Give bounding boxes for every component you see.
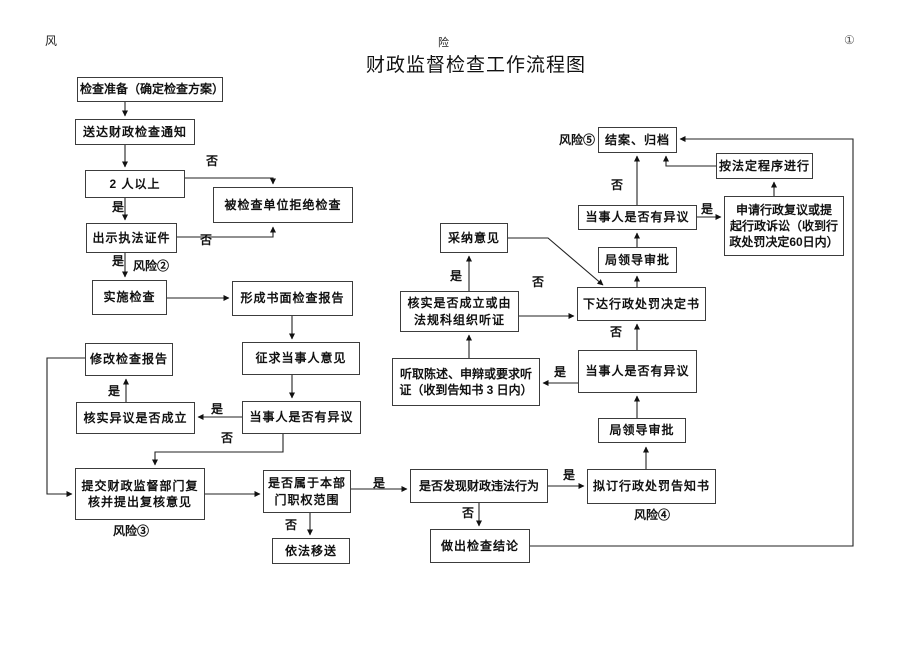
node-appeal: 申请行政复议或提 起行政诉讼（收到行 政处罚决定60日内）	[724, 196, 844, 256]
node-penalty-decision: 下达行政处罚决定书	[577, 287, 706, 321]
node-leader-approval-upper: 局领导审批	[598, 247, 677, 273]
header-text-left: 风	[45, 34, 58, 48]
node-show-credentials: 出示执法证件	[86, 223, 177, 253]
risk-label-5: 风险⑤	[559, 133, 596, 147]
edge-label-yes: 是	[211, 402, 224, 416]
edge-label-no: 否	[285, 518, 298, 532]
edge-label-no: 否	[462, 506, 475, 520]
edge-label-no: 否	[221, 431, 234, 445]
page-title: 财政监督检查工作流程图	[365, 55, 586, 76]
edge-label-yes: 是	[112, 200, 125, 214]
edge-label-no: 否	[611, 178, 624, 192]
edge-label-yes: 是	[108, 384, 121, 398]
edge-label-no: 否	[206, 154, 219, 168]
node-two-people: 2 人以上	[85, 170, 185, 198]
node-found-violation: 是否发现财政违法行为	[410, 469, 548, 503]
node-modify-report: 修改检查报告	[85, 343, 173, 376]
edge-label-no: 否	[610, 325, 623, 339]
edge-label-yes: 是	[112, 254, 125, 268]
risk-label-3: 风险③	[113, 524, 150, 538]
node-legal-procedure: 按法定程序进行	[716, 153, 813, 179]
node-objection-lower: 当事人是否有异议	[578, 350, 697, 393]
edge-label-no: 否	[200, 233, 213, 247]
edge-label-yes: 是	[554, 365, 567, 379]
node-draft-penalty-notice: 拟订行政处罚告知书	[587, 469, 716, 504]
edge-label-yes: 是	[563, 468, 576, 482]
edge-label-no: 否	[532, 275, 545, 289]
edge-label-yes: 是	[701, 202, 714, 216]
node-conclusion: 做出检查结论	[430, 529, 530, 563]
edge-label-yes: 是	[373, 476, 386, 490]
node-implement-inspection: 实施检查	[92, 280, 167, 315]
node-legal-transfer: 依法移送	[272, 538, 350, 564]
node-verify-objection: 核实异议是否成立	[76, 402, 195, 434]
node-adopt-opinion: 采纳意见	[440, 223, 508, 253]
node-prepare: 检查准备（确定检查方案）	[77, 77, 224, 102]
node-close-case: 结案、归档	[598, 127, 677, 153]
edge-label-yes: 是	[450, 269, 463, 283]
node-objection-left: 当事人是否有异议	[242, 401, 361, 434]
header-marker-circled-one: ①	[844, 33, 855, 47]
node-objection-upper: 当事人是否有异议	[578, 205, 697, 230]
node-hearing: 听取陈述、申辩或要求听 证（收到告知书 3 日内）	[392, 358, 540, 406]
node-refuse-inspection: 被检查单位拒绝检查	[213, 187, 353, 223]
node-leader-approval-lower: 局领导审批	[598, 418, 686, 443]
node-notice: 送达财政检查通知	[75, 119, 195, 145]
risk-label-2: 风险②	[133, 259, 170, 273]
header-text-center: 险	[438, 37, 449, 49]
node-written-report: 形成书面检查报告	[232, 281, 353, 316]
node-verify-establish: 核实是否成立或由 法规科组织听证	[400, 291, 519, 332]
node-submit-review: 提交财政监督部门复 核并提出复核意见	[75, 468, 205, 520]
risk-label-4: 风险④	[634, 508, 671, 522]
node-seek-opinion: 征求当事人意见	[242, 342, 360, 375]
node-jurisdiction: 是否属于本部 门职权范围	[263, 470, 351, 513]
